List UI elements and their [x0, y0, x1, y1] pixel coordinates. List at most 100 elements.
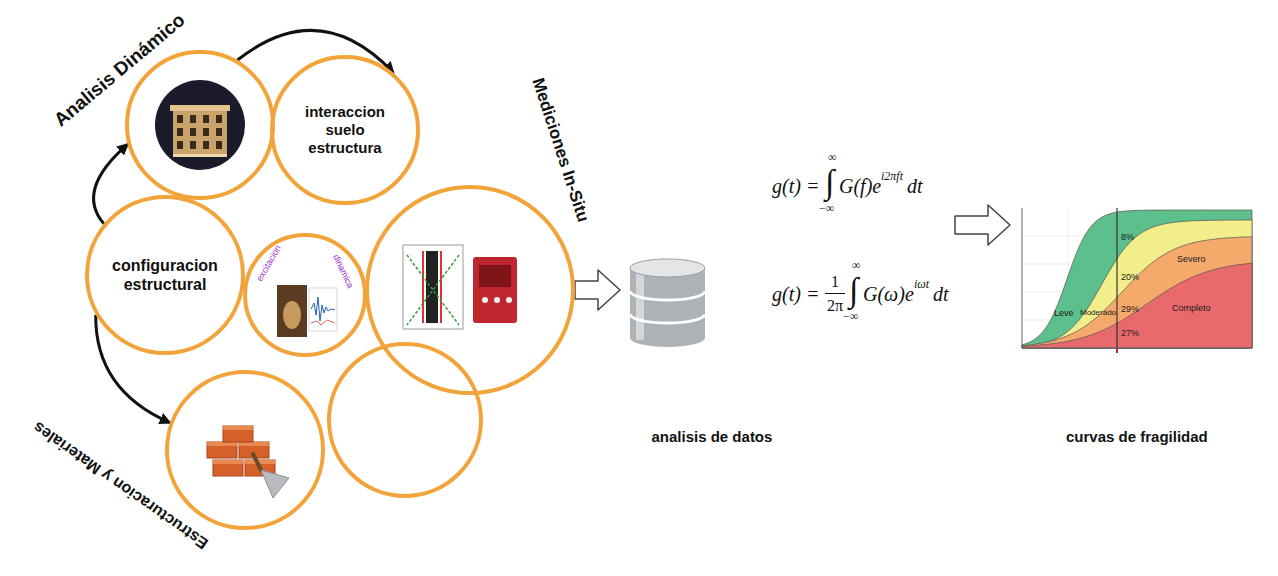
damage-region: [1022, 210, 1252, 348]
section-heading: Mediciones In-Situ: [527, 76, 593, 225]
window: [216, 115, 222, 123]
marker-line: [1116, 208, 1117, 348]
integral-sign: ∫: [825, 162, 834, 203]
topic-circle: interaccion suelo estructura: [270, 55, 420, 205]
fraction-denominator: 2π: [827, 296, 843, 315]
integral-limit: ∞: [852, 258, 861, 272]
damage-region: [1022, 220, 1252, 348]
chart-group: curvas de fragilidad Leve Moderado SeveroCo…: [1010, 170, 1265, 455]
measure-line: [407, 255, 459, 325]
window: [190, 128, 196, 136]
empty-lobe: [329, 344, 481, 496]
building-cornice: [170, 105, 230, 111]
brick-top: [207, 442, 237, 446]
curved-arrow: [238, 30, 394, 72]
recorder-knob: [494, 297, 500, 303]
brick-top: [213, 460, 243, 464]
window: [203, 141, 209, 149]
window: [177, 115, 183, 123]
window: [216, 141, 222, 149]
section-heading: Estructuracion y Materiales: [29, 417, 211, 553]
photo-circle: Analisis Dinámico: [125, 50, 275, 200]
photo-circle: excitaciondinamica: [243, 233, 367, 357]
percent-label: 20%: [1121, 272, 1139, 283]
circle-label: interaccion suelo estructura: [293, 103, 397, 157]
curved-arrow: [96, 315, 170, 423]
window: [216, 128, 222, 136]
damage-region: [1022, 237, 1252, 348]
percent-label: 29%: [1121, 304, 1139, 315]
damage-state-label: Moderado: [1080, 308, 1116, 318]
fraction-bar: [825, 293, 845, 294]
brick: [223, 426, 253, 442]
damage-state-label: Severo: [1177, 254, 1206, 265]
formula-exponent: i2πft: [881, 169, 903, 183]
window: [177, 128, 183, 136]
formula-term: G(ω)e: [863, 282, 914, 306]
lobe-outline: [272, 57, 418, 203]
brick-top: [245, 460, 275, 464]
node-illustration: [243, 233, 367, 357]
block-arrow: [955, 205, 1010, 245]
percent-label: 8%: [1121, 232, 1134, 243]
tunnel-photo: [277, 285, 307, 337]
database-highlight: [636, 270, 644, 340]
database-top: [630, 259, 705, 277]
node-illustration: [85, 195, 245, 355]
window: [203, 128, 209, 136]
fraction-numerator: 1: [831, 272, 839, 291]
topic-circle: configuracion estructural: [85, 195, 245, 355]
signal-trace: [311, 320, 335, 325]
formula-exponent: iωt: [914, 277, 929, 291]
node-illustration: [365, 185, 575, 395]
photo-circle: Estructuracion y Materiales: [165, 370, 325, 530]
lobe-outline: [245, 235, 365, 355]
trowel-handle: [253, 454, 261, 470]
marker-tick: [1116, 348, 1118, 353]
formula-term: G(f)e: [839, 174, 881, 198]
recorder-panel: [479, 265, 511, 287]
window: [177, 141, 183, 149]
sensor-bar: [426, 251, 438, 323]
brick: [213, 460, 243, 476]
damage-state-label: Leve: [1054, 308, 1074, 319]
tunnel-light: [283, 301, 301, 329]
sensor-strip: [422, 251, 424, 323]
recorder-knob: [506, 297, 512, 303]
lobe-outline: [127, 52, 273, 198]
percent-label: 27%: [1121, 328, 1139, 339]
formula-term: g(t) =: [772, 174, 819, 198]
database-band: [630, 314, 705, 323]
street-light: [173, 154, 227, 157]
measure-line: [407, 255, 459, 325]
y-axis: [1022, 208, 1023, 348]
photo-night: [155, 80, 245, 170]
lobe-outline: [167, 372, 323, 528]
fragility-plot: [1022, 208, 1252, 353]
integral-limit: −∞: [843, 309, 858, 323]
node-illustration: [125, 50, 275, 200]
integral-limit: ∞: [828, 150, 837, 164]
window: [190, 141, 196, 149]
damage-state-label: Completo: [1172, 303, 1211, 314]
brick-top: [239, 442, 269, 446]
formula-term: dt: [933, 282, 949, 306]
node-illustration: [165, 370, 325, 530]
sensor-strip: [440, 251, 442, 323]
lobe-outline: [87, 197, 243, 353]
recorder-knob: [482, 297, 488, 303]
database-band: [630, 291, 705, 300]
recorder-box: [473, 257, 517, 323]
integral-sign: ∫: [849, 270, 858, 311]
window: [190, 115, 196, 123]
circle-label: configuracion estructural: [101, 256, 229, 294]
brick: [207, 442, 237, 458]
formula-term: g(t) =: [772, 282, 819, 306]
caption: curvas de fragilidad: [1066, 428, 1208, 446]
block-arrow: [575, 270, 620, 310]
window: [203, 115, 209, 123]
lobe-outline: [367, 187, 573, 393]
formula-term: dt: [907, 174, 923, 198]
sensor-diagram: [403, 245, 463, 329]
